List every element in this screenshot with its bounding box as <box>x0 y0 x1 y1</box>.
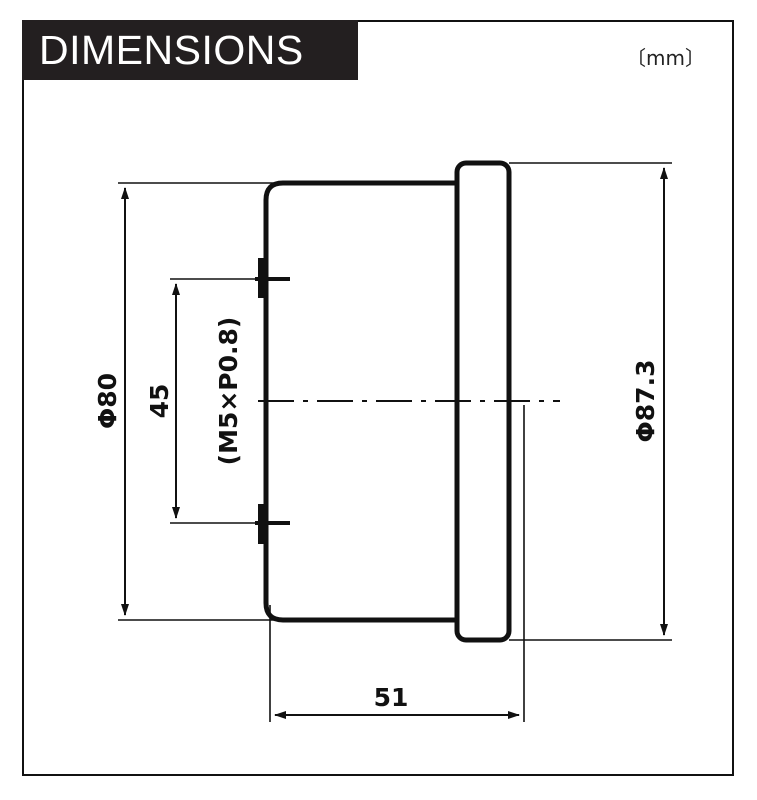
body-diameter-dimension <box>118 182 278 621</box>
bezel-diameter-dimension <box>509 162 672 641</box>
unit-label: 〔mm〕 <box>626 46 705 70</box>
drawing-frame <box>22 20 734 776</box>
mount-thread-label: (M5×P0.8) <box>214 317 243 466</box>
depth-label: 51 <box>374 683 409 712</box>
title-banner: DIMENSIONS <box>22 20 358 80</box>
mount-spacing-dimension <box>170 278 258 524</box>
mount-spacing-label: 45 <box>145 384 174 419</box>
depth-dimension <box>269 405 525 722</box>
page-title: DIMENSIONS <box>39 26 304 73</box>
mount-stud-top <box>255 258 290 298</box>
bezel-diameter-label: Φ87.3 <box>631 360 660 443</box>
mount-stud-bottom <box>255 504 290 544</box>
gauge-body <box>263 180 457 623</box>
body-diameter-label: Φ80 <box>93 373 122 429</box>
